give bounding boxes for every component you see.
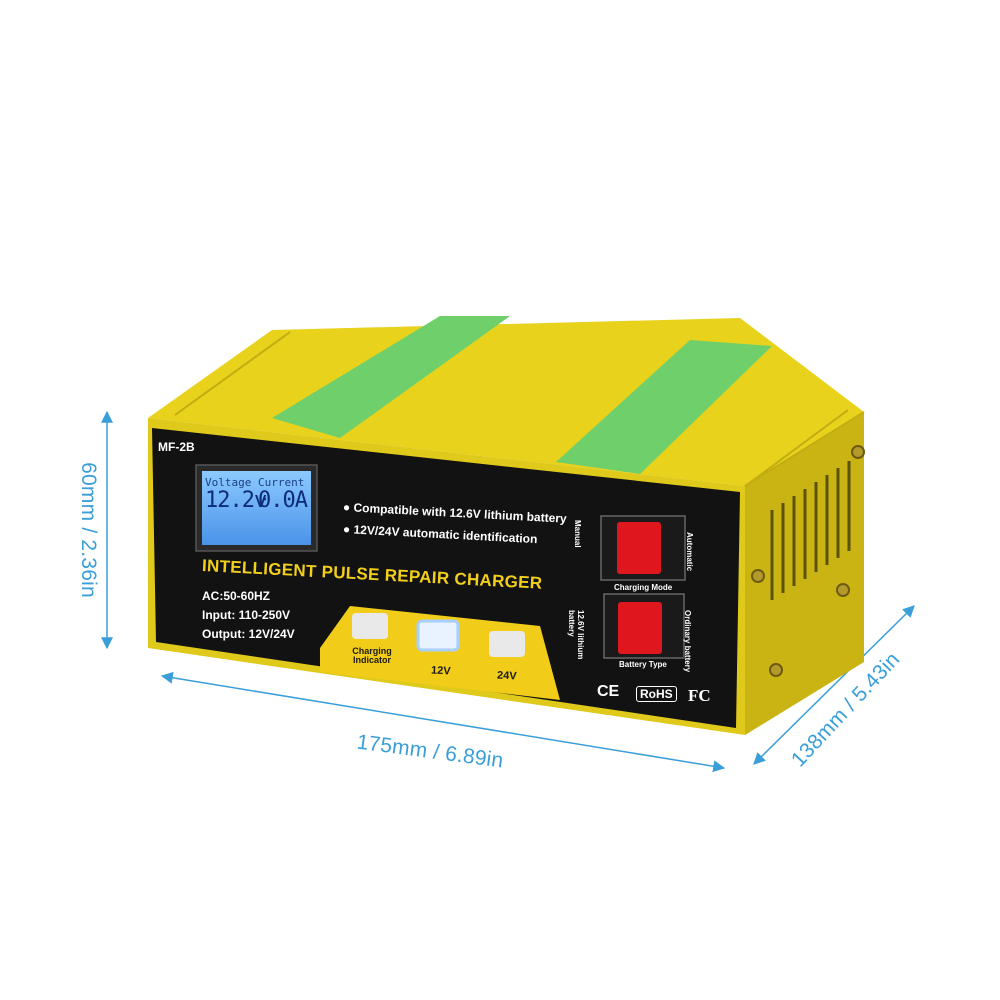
- battery-type-switch[interactable]: [618, 602, 662, 654]
- 12v-light: [416, 619, 460, 652]
- lcd-voltage-readout: 12.2v: [205, 488, 267, 513]
- spec-ac: AC:50-60HZ: [202, 589, 271, 603]
- side-vents: [770, 461, 851, 600]
- 24v-label: 24V: [496, 669, 517, 683]
- side-screws: [751, 445, 865, 677]
- spec-input: Input: 110-250V: [202, 608, 291, 622]
- height-dimension-label: 60mm / 2.36in: [77, 462, 100, 598]
- manual-label: Manual: [573, 520, 582, 548]
- model-number: MF-2B: [158, 440, 195, 454]
- width-dimension-line: [160, 671, 726, 773]
- charging-indicator-label: Charging Indicator: [352, 646, 392, 665]
- battery-type-label: Battery Type: [619, 660, 667, 669]
- automatic-label: Automatic: [685, 532, 694, 572]
- 12v-label: 12V: [430, 664, 451, 678]
- lithium-battery-label: 12.6V lithium battery: [567, 610, 585, 660]
- rohs-mark: RoHS: [636, 686, 677, 702]
- green-tape-right: [556, 340, 772, 474]
- top-ridges: [174, 331, 865, 491]
- charging-mode-label: Charging Mode: [614, 583, 673, 592]
- lcd-heading: Voltage Current: [205, 476, 305, 489]
- spec-output: Output: 12V/24V: [202, 627, 295, 641]
- charging-mode-switch[interactable]: [617, 522, 661, 574]
- charging-indicator-light: [352, 613, 388, 639]
- 24v-light: [489, 631, 525, 657]
- depth-dimension-line: [753, 605, 915, 765]
- lcd-screen: [202, 471, 311, 545]
- green-tape-left: [272, 316, 510, 438]
- ce-mark: CE: [597, 683, 620, 700]
- fc-mark: FC: [688, 686, 711, 705]
- ordinary-battery-label: Ordinary battery: [683, 610, 692, 673]
- lcd-current-readout: 0.0A: [258, 488, 308, 513]
